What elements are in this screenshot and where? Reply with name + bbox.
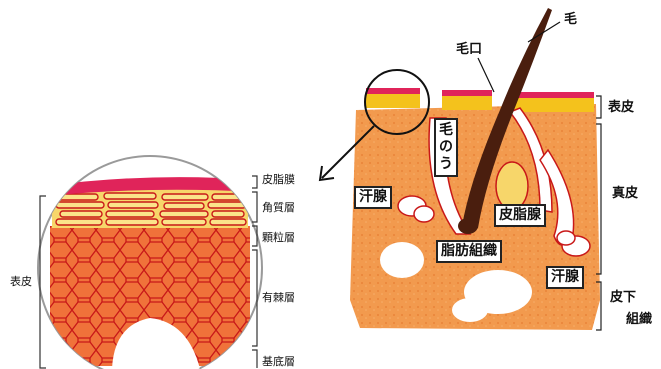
label-epidermis: 表皮 (608, 100, 634, 115)
sebaceous-gland-shape (496, 162, 528, 210)
label-subcutaneous-2: 組織 (626, 312, 652, 327)
label-left-epidermis: 表皮 (10, 274, 32, 289)
label-sebum-film: 皮脂膜 (262, 172, 295, 187)
corneum-layer (52, 188, 248, 228)
label-dermis: 真皮 (612, 186, 638, 201)
label-corneum: 角質層 (262, 200, 295, 215)
label-hair: 毛 (564, 12, 577, 27)
epidermis-left (366, 92, 420, 108)
label-pore: 毛口 (456, 42, 482, 57)
label-spinous: 有棘層 (262, 290, 295, 305)
magnified-skin (38, 156, 262, 369)
hair-bulb (458, 218, 478, 234)
label-granular: 顆粒層 (262, 230, 295, 245)
label-sweat-gland-lower: 汗腺 (546, 266, 584, 289)
label-sweat-gland-upper: 汗腺 (354, 186, 392, 209)
label-subcutaneous-1: 皮下 (610, 290, 636, 305)
epidermis-mid (442, 94, 492, 110)
epidermis-right (514, 96, 594, 112)
label-sebaceous-gland: 皮脂腺 (494, 204, 546, 227)
label-follicle: 毛のう (434, 118, 458, 177)
label-fat-tissue: 脂肪組織 (436, 240, 502, 263)
label-basal: 基底層 (262, 354, 295, 369)
